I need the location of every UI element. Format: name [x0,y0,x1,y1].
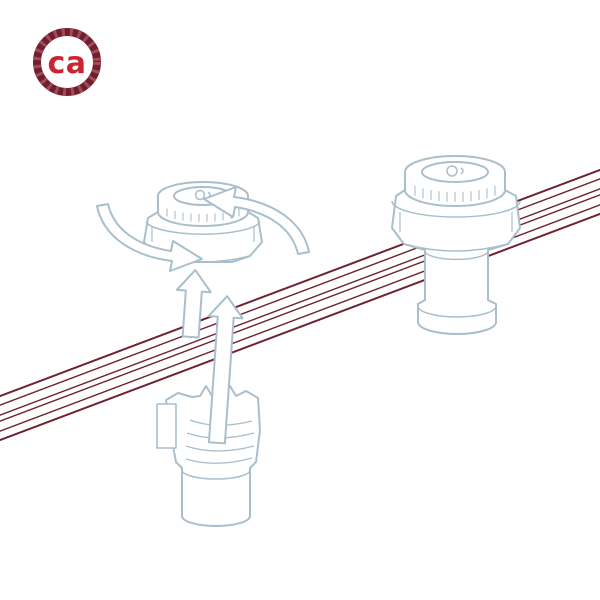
insert-arrow-lower [207,295,244,445]
insert-arrow-upper [175,269,212,339]
ring-nut-rim-front-arc [157,211,249,227]
rim-text-marks [414,185,496,202]
body-top-arc [424,251,489,261]
cable-edge-bottom [0,212,600,442]
cap-rim-front-arc [404,189,506,207]
cap-center-mark-2 [460,167,464,175]
ring-nut-clamp-arc [145,221,261,235]
logo-rope-stripes [33,28,101,96]
clamp-top-arc [391,200,521,218]
ring-nut-center-mark [194,189,206,201]
insert-direction-arrows [175,269,244,445]
rotate-arrow-left [96,203,203,272]
base-top-arc [417,305,497,318]
base-top-arc-left [181,469,251,480]
side-notch-tab [156,403,177,449]
cap-center-mark [446,165,458,177]
clamp-bottom-curve [403,243,509,252]
cap-inner-ring [421,161,489,183]
brand-logo: ca [33,28,101,96]
twist-direction-arrows [96,186,310,272]
lamp-holder-silhouette [391,155,521,335]
socket-body-cutaway [156,385,261,527]
assembled-lamp-holder [391,155,521,335]
rotate-arrow-right [203,186,310,255]
logo-text: ca [47,46,86,81]
